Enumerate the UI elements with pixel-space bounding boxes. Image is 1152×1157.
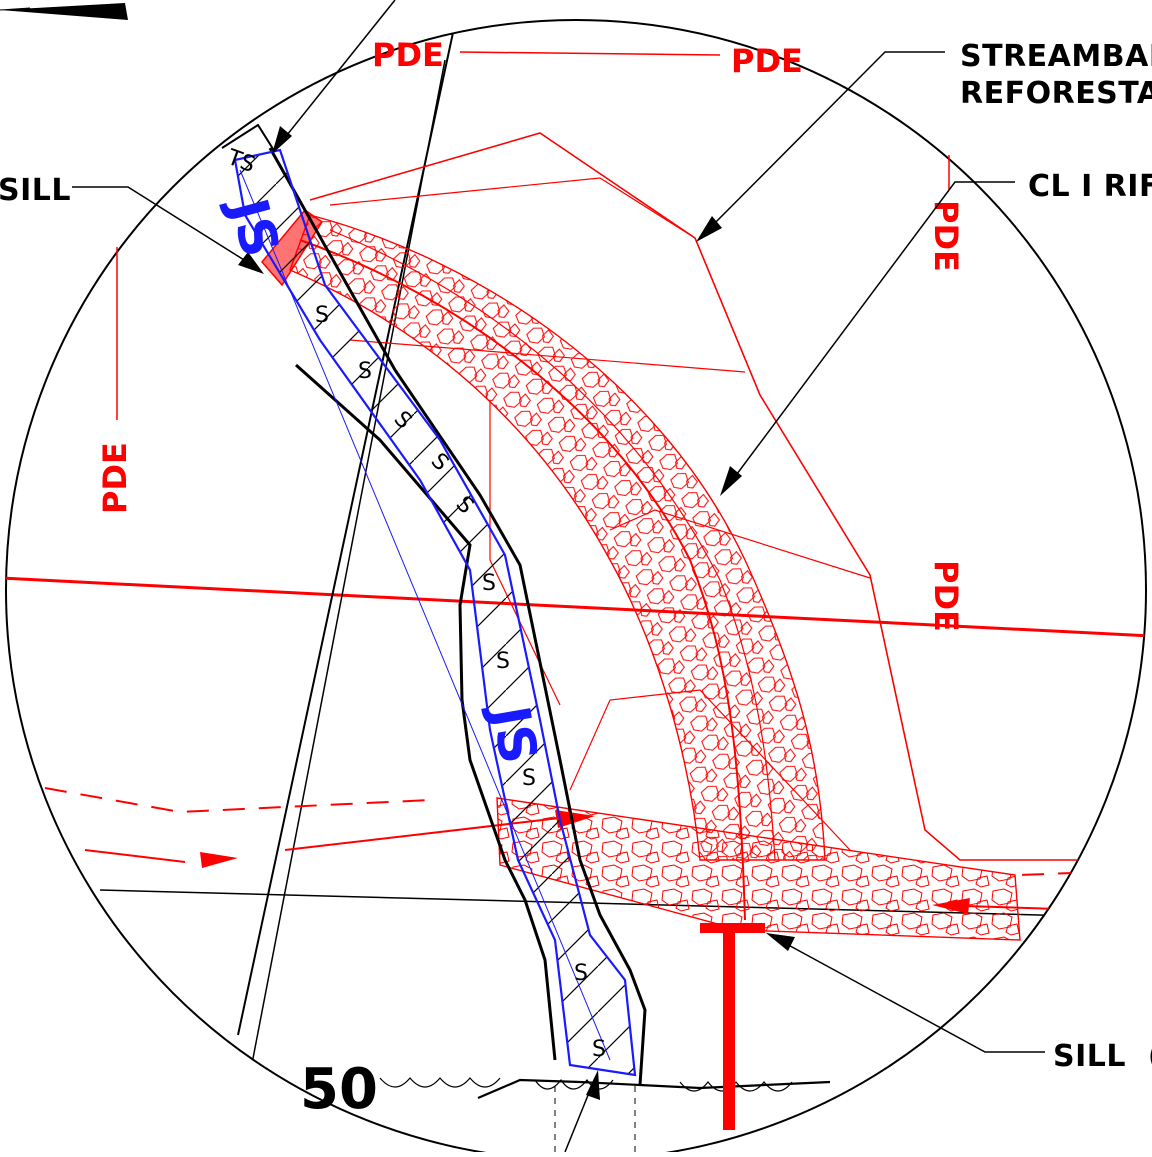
flow-line-dashed <box>44 787 431 814</box>
streambank-leader <box>699 51 945 239</box>
bottom-sill-post <box>723 930 735 1130</box>
reforestation-outline <box>309 132 1146 861</box>
sill-bottom-leader <box>769 934 1045 1053</box>
bottom-sill-cap <box>700 923 765 933</box>
s-marker: S <box>482 571 496 596</box>
pde-label-right-bottom: PDE <box>927 560 965 632</box>
pde-label-left: PDE <box>96 442 134 514</box>
riprap-band <box>496 797 1021 941</box>
s-marker: S <box>522 766 536 791</box>
s-marker: S <box>592 1037 606 1062</box>
wall-hatched <box>233 148 637 1077</box>
streambank-label-1: STREAMBAN <box>960 39 1152 74</box>
black-grid-line <box>234 59 446 1153</box>
riprap-inner-edge <box>329 229 776 861</box>
riprap-leader <box>724 181 1015 491</box>
sill-bottom-label: SILL (T <box>1053 1039 1152 1074</box>
ground-line <box>477 1078 831 1100</box>
reforestation-outline <box>329 177 696 239</box>
streambank-label-2: REFORESTA <box>960 76 1152 111</box>
flow-line-dashed <box>1019 869 1146 876</box>
sill-left-label: SILL <box>0 173 71 208</box>
arrow-icon <box>696 216 722 242</box>
sill-left-leader <box>72 186 261 271</box>
red-boundary-line <box>6 576 1146 638</box>
top-left-leader <box>0 7 31 11</box>
wall-outline-inner <box>221 123 276 153</box>
s-marker: S <box>358 359 372 384</box>
riprap-centerline <box>299 239 746 921</box>
top-left-arrowhead <box>0 3 128 20</box>
js-marker-bottom: JS <box>479 699 548 768</box>
station-number: 50 <box>300 1057 378 1122</box>
detail-circle <box>5 19 1147 1157</box>
flow-arrow-icon <box>200 852 238 868</box>
s-marker: S <box>496 649 510 674</box>
wall-outline-right <box>268 147 647 1086</box>
top-leader <box>274 0 396 151</box>
arrow-icon <box>272 126 292 154</box>
s-marker: S <box>315 303 329 328</box>
flow-line <box>84 849 186 863</box>
wall-centerline <box>239 169 611 1061</box>
arrow-icon <box>586 1070 600 1100</box>
pde-label-top-right: PDE <box>731 42 803 80</box>
pde-line-top <box>459 51 721 56</box>
tree-line <box>379 1077 793 1092</box>
riprap-channel <box>289 214 826 861</box>
arrow-icon <box>238 252 264 274</box>
wall-outline-left <box>295 363 557 1061</box>
pde-label-top-left: PDE <box>372 36 444 74</box>
cl-riprap-label: CL I RIF <box>1028 169 1152 204</box>
arrow-icon <box>766 933 795 951</box>
s-marker: S <box>574 961 588 986</box>
arrow-icon <box>720 466 742 496</box>
